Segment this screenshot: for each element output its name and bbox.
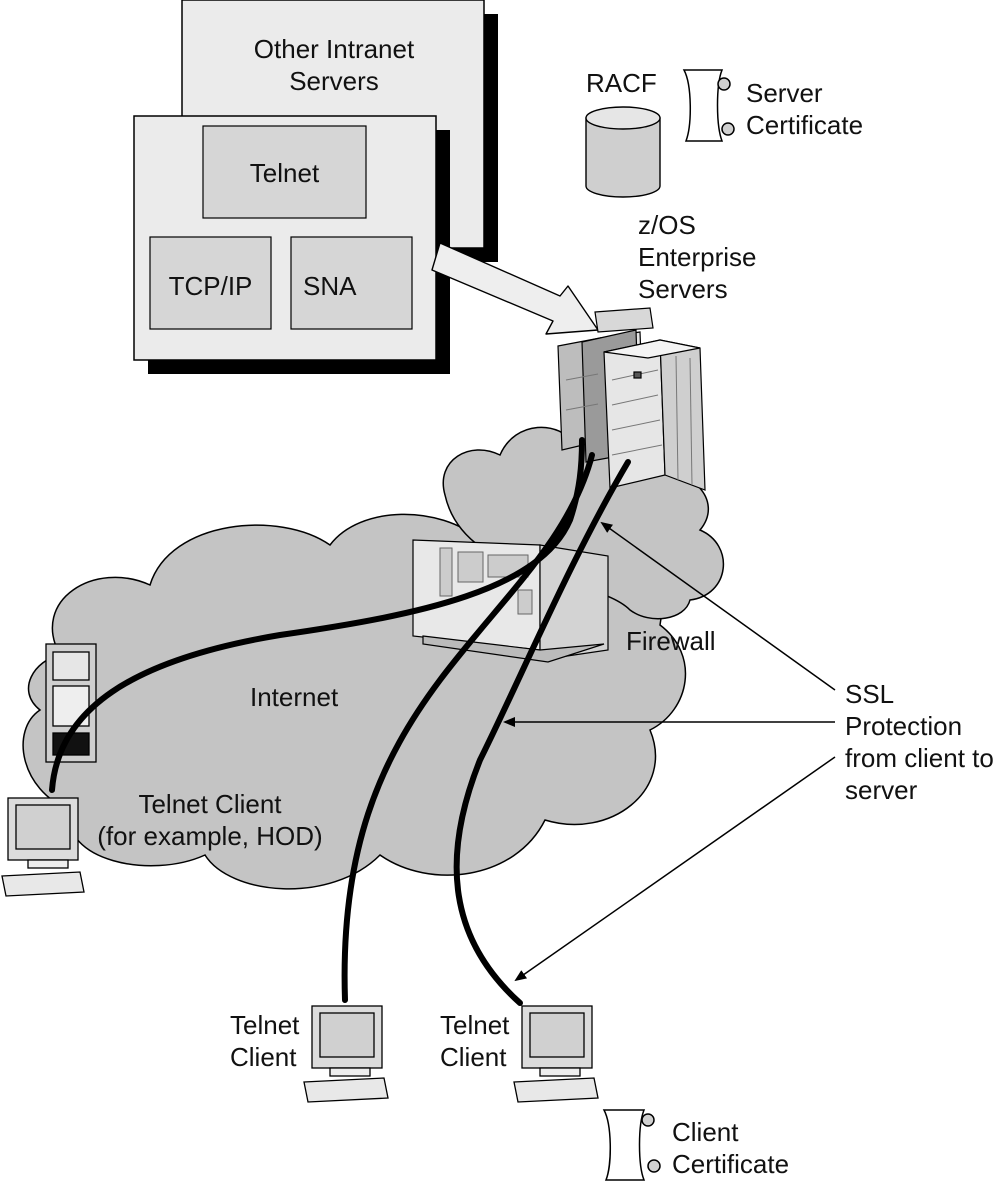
other-intranet-servers-label: Other Intranet Servers <box>212 33 456 97</box>
flow-arrow <box>431 242 599 335</box>
client-certificate-line2: Certificate <box>672 1149 790 1179</box>
server-certificate-icon <box>682 69 735 142</box>
racf-database-icon <box>585 106 661 198</box>
tcpip-box <box>149 236 272 330</box>
enterprise-line2: Enterprise <box>638 242 757 272</box>
telnet-client-b-line2: Client <box>440 1042 507 1072</box>
enterprise-line3: Servers <box>638 274 728 304</box>
telnet-client-a-line2: Client <box>230 1042 297 1072</box>
other-intranet-line2: Servers <box>289 66 379 96</box>
tcpip-label: TCP/IP <box>168 271 253 301</box>
sna-label: SNA <box>303 271 357 301</box>
telnet-label: Telnet <box>249 158 320 188</box>
ssl-line4: server <box>845 775 918 805</box>
intranet-server-stack <box>133 0 498 374</box>
telnet-client-a-line1: Telnet <box>230 1010 300 1040</box>
ssl-protection-label: SSL Protection from client to server <box>845 678 994 806</box>
tower-server-icon <box>45 643 97 763</box>
sna-box <box>290 236 413 330</box>
client-links <box>49 437 631 1006</box>
telnet-client-hod-label: Telnet Client (for example, HOD) <box>90 788 330 852</box>
server-certificate-line2: Certificate <box>746 110 864 140</box>
telnet-client-a-label: Telnet Client <box>230 1009 299 1073</box>
telnet-client-hod-line1: Telnet Client <box>138 789 282 819</box>
racf-label: RACF <box>586 68 657 98</box>
telnet-client-b-line1: Telnet <box>440 1010 510 1040</box>
client-certificate-line1: Client <box>672 1117 739 1147</box>
client-certificate-icon <box>602 1109 661 1181</box>
enterprise-servers-label: z/OS Enterprise Servers <box>638 209 757 305</box>
telnet-box <box>202 125 367 219</box>
mainframe-icon <box>557 307 706 491</box>
client-computer-hod <box>1 797 85 897</box>
ssl-pointers <box>503 521 836 982</box>
server-certificate-line1: Server <box>746 78 823 108</box>
ssl-line2: Protection <box>845 711 963 741</box>
ssl-line3: from client to <box>845 743 994 773</box>
telnet-client-hod-line2: (for example, HOD) <box>97 821 323 851</box>
telnet-client-b-label: Telnet Client <box>440 1009 509 1073</box>
internet-label: Internet <box>250 682 339 712</box>
firewall-label: Firewall <box>626 626 716 656</box>
server-certificate-label: Server Certificate <box>746 77 863 141</box>
other-intranet-line1: Other Intranet <box>253 34 415 64</box>
client-certificate-label: Client Certificate <box>672 1116 789 1180</box>
client-computer-a <box>303 1005 389 1103</box>
ssl-line1: SSL <box>845 679 895 709</box>
enterprise-line1: z/OS <box>638 210 696 240</box>
client-computer-b <box>513 1005 599 1103</box>
